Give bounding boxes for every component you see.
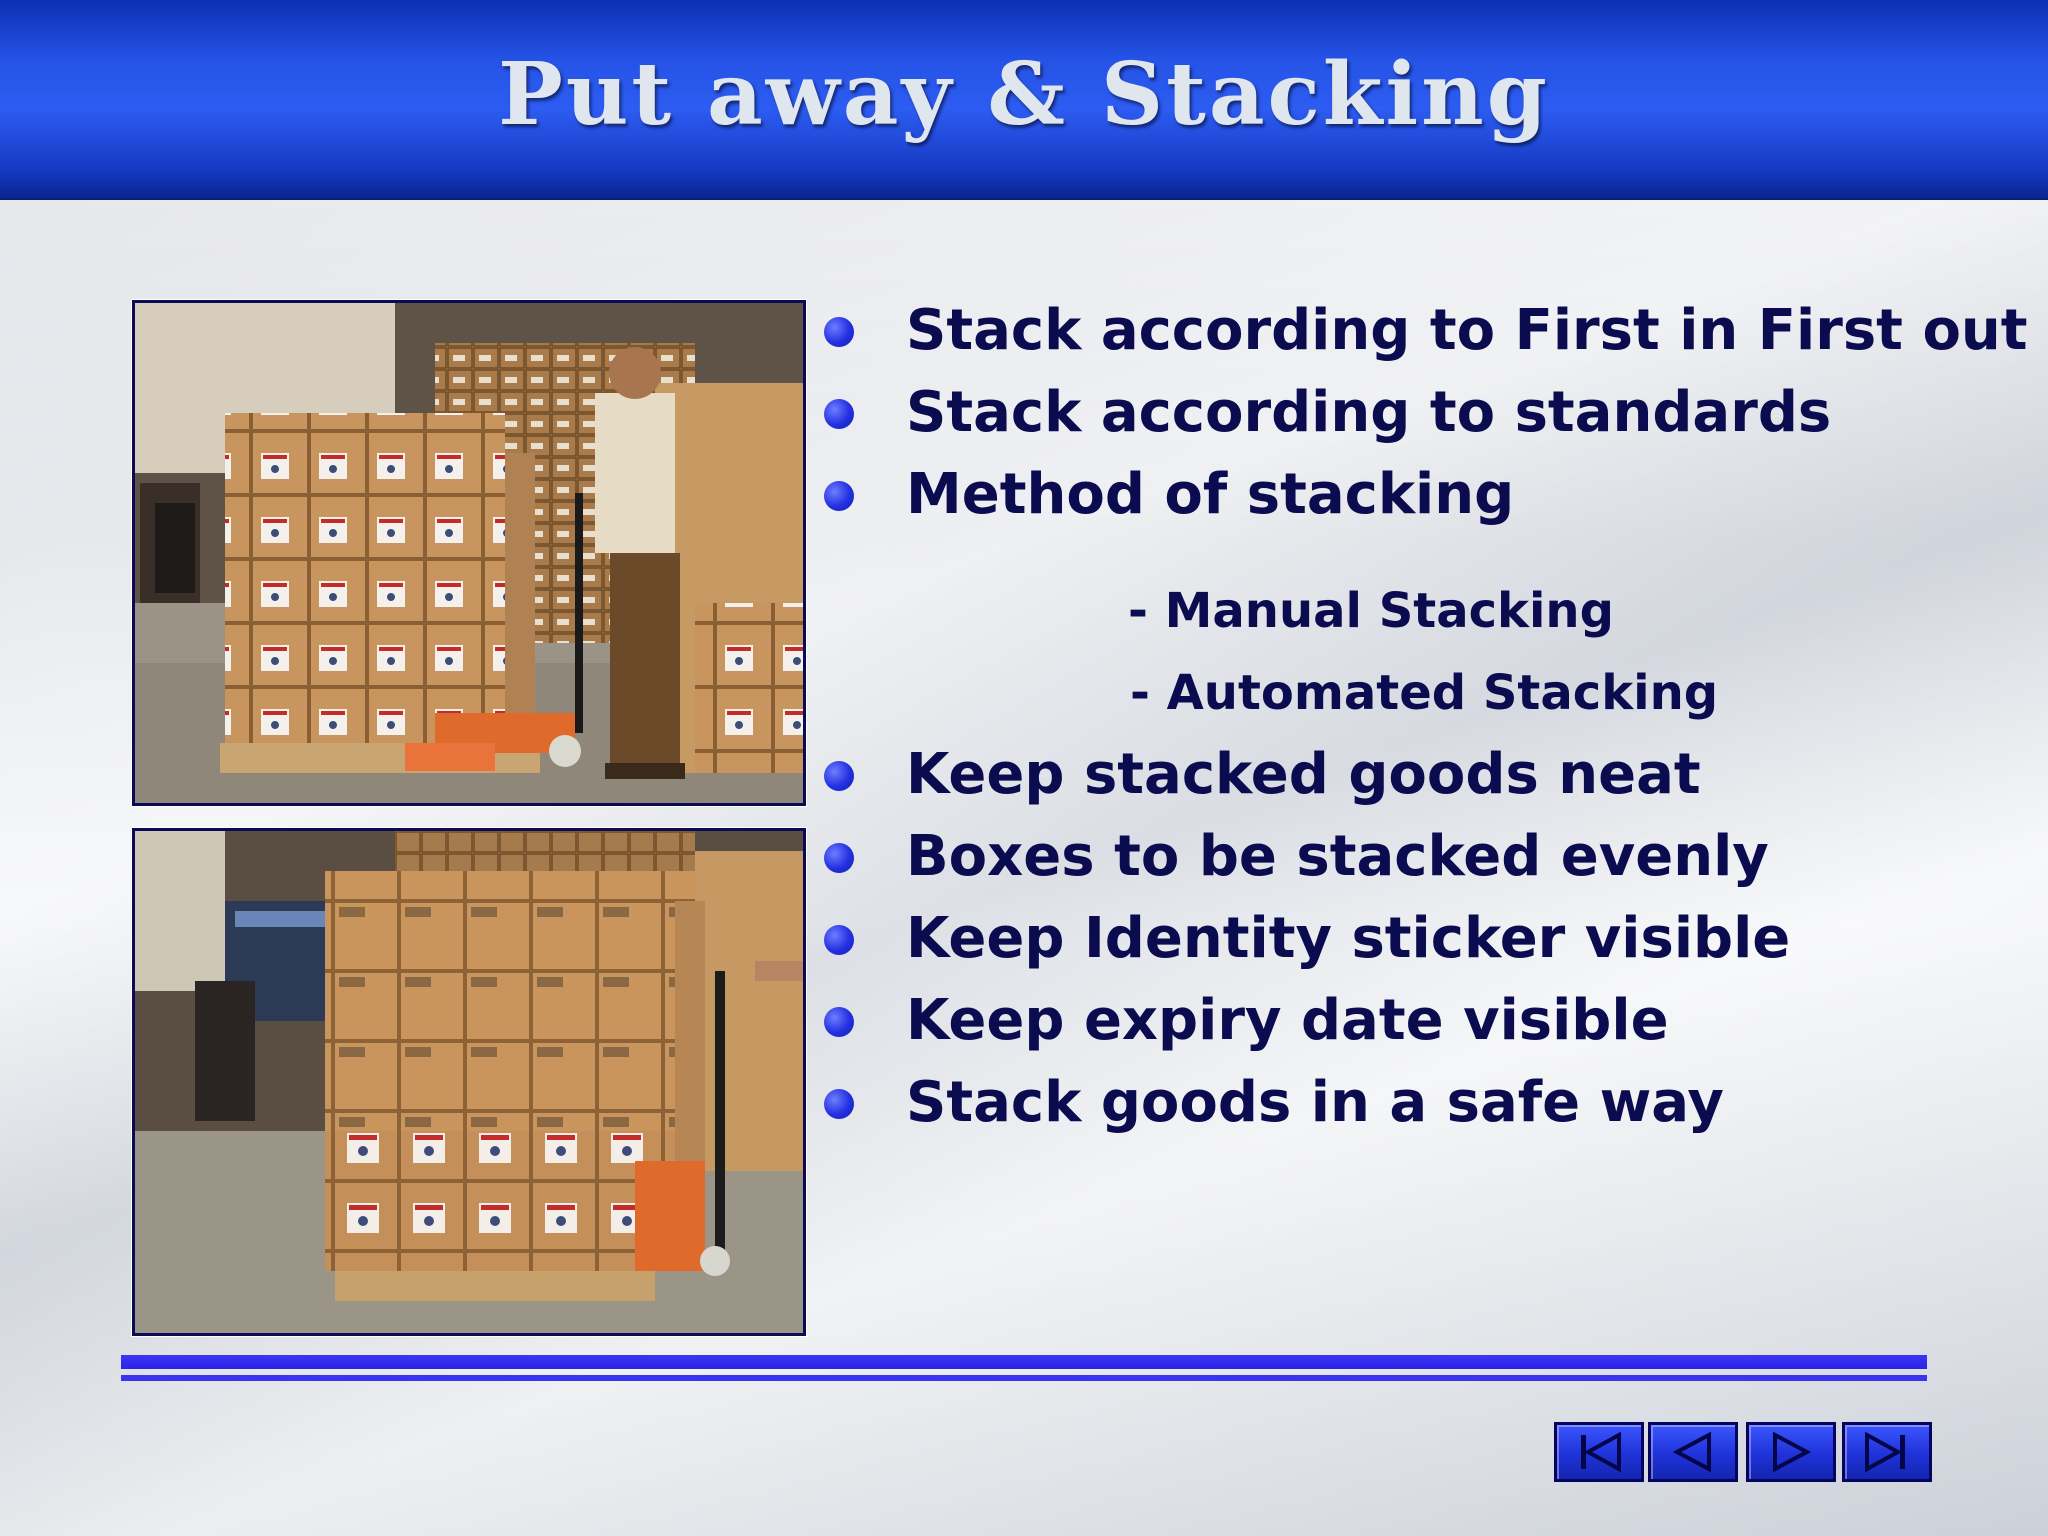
bullet-item: Boxes to be stacked evenly: [820, 816, 2040, 898]
bullet-item: Stack goods in a safe way: [820, 1062, 2040, 1144]
sub-item: - Automated Stacking: [1130, 665, 1719, 721]
bullet-dot-icon: [824, 481, 854, 511]
bullet-list: Stack according to First in First out St…: [820, 290, 2040, 1144]
bullet-item: Keep Identity sticker visible: [820, 898, 2040, 980]
last-slide-button[interactable]: [1842, 1422, 1932, 1482]
warehouse-photo-worker: [132, 300, 806, 806]
bullet-item: Keep expiry date visible: [820, 980, 2040, 1062]
next-slide-button[interactable]: [1746, 1422, 1836, 1482]
first-slide-button[interactable]: [1554, 1422, 1644, 1482]
previous-slide-icon: [1672, 1431, 1711, 1473]
bullet-dot-icon: [824, 843, 854, 873]
bullet-item: Keep stacked goods neat: [820, 734, 2040, 816]
bullet-item: Stack according to standards: [820, 372, 2040, 454]
spacer: [820, 536, 2040, 570]
next-slide-icon: [1773, 1431, 1812, 1473]
bullet-item: Stack according to First in First out: [820, 290, 2040, 372]
first-slide-icon: [1581, 1431, 1621, 1473]
bullet-dot-icon: [824, 1007, 854, 1037]
bullet-dot-icon: [824, 925, 854, 955]
bullet-dot-icon: [824, 399, 854, 429]
title-bar: Put away & Stacking: [0, 0, 2048, 200]
slide-title: Put away & Stacking: [498, 44, 1550, 145]
bullet-dot-icon: [824, 761, 854, 791]
warehouse-photo-pallet: [132, 828, 806, 1336]
divider-thin: [121, 1375, 1927, 1381]
sub-item: - Manual Stacking: [1128, 583, 1614, 639]
bullet-dot-icon: [824, 1089, 854, 1119]
last-slide-icon: [1865, 1431, 1905, 1473]
divider-thick: [121, 1355, 1927, 1369]
bullet-dot-icon: [824, 317, 854, 347]
bullet-item: Method of stacking: [820, 454, 2040, 536]
previous-slide-button[interactable]: [1648, 1422, 1738, 1482]
